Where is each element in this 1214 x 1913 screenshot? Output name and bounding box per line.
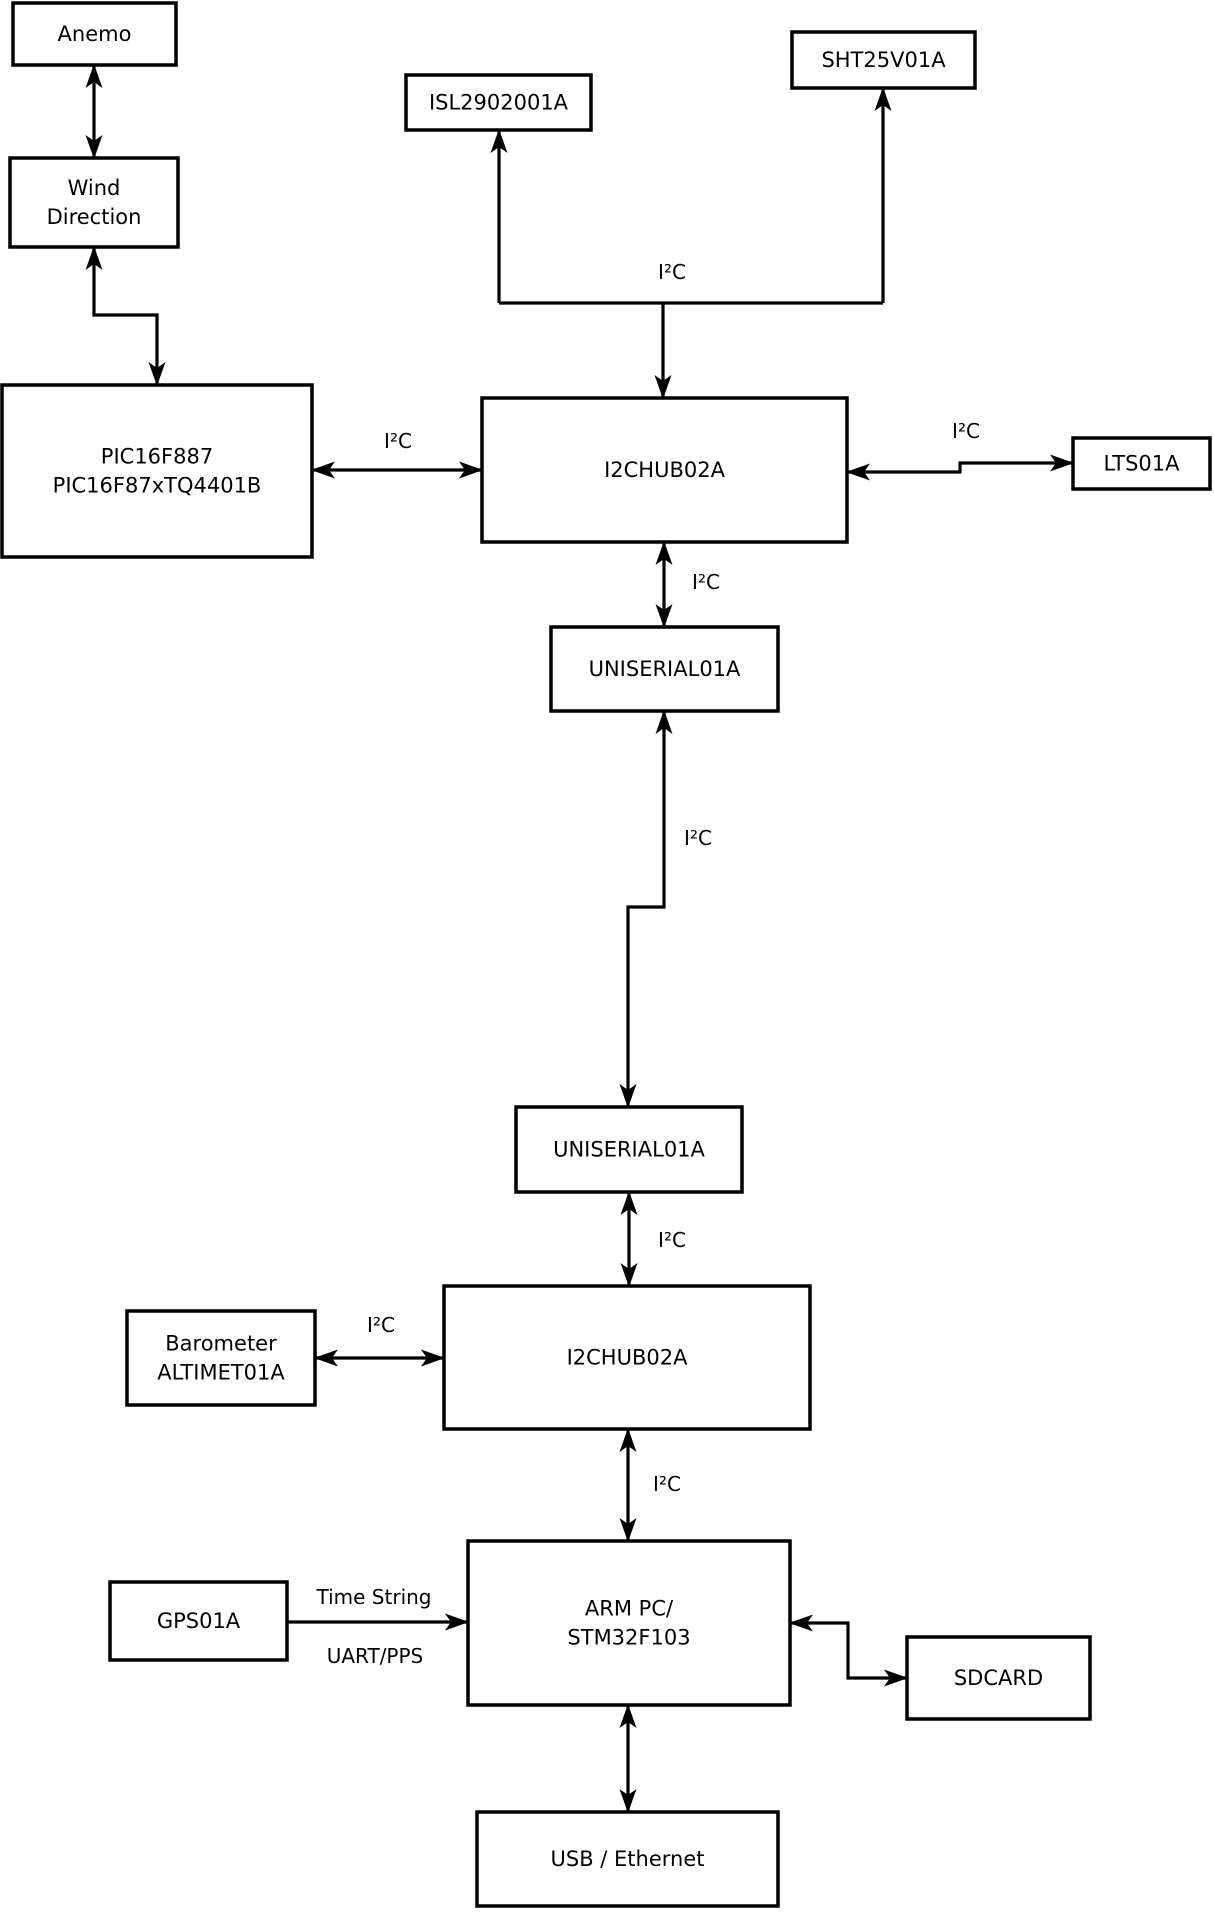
node-box-hub1 xyxy=(480,396,849,544)
node-gps: GPS01A xyxy=(108,1580,289,1662)
node-hub2: I2CHUB02A xyxy=(442,1284,812,1431)
node-label-arm: ARM PC/STM32F103 xyxy=(567,1597,690,1650)
edge-label-uni1-uni2: I²C xyxy=(684,826,712,850)
node-box-sdcard xyxy=(905,1635,1092,1721)
edge-line-arm-sdcard xyxy=(789,1614,908,1687)
edge-line-hub1-lts xyxy=(846,454,1074,481)
node-box-sht xyxy=(790,30,977,90)
edge-baro-hub2: I²C xyxy=(314,1313,445,1367)
edge-arm-sdcard xyxy=(789,1614,908,1687)
edge-label-uni2-hub2: I²C xyxy=(658,1228,686,1252)
node-label-lts: LTS01A xyxy=(1103,452,1180,476)
edge-label-hub1-uni1: I²C xyxy=(692,570,720,594)
node-box-gps xyxy=(108,1580,289,1662)
edge-line-uni1-uni2 xyxy=(619,710,673,1108)
node-label-isl: ISL2902001A xyxy=(429,91,569,115)
node-arm: ARM PC/STM32F103 xyxy=(466,1539,792,1707)
node-box-pic xyxy=(0,383,314,559)
edge-hub1-uni1: I²C xyxy=(655,541,720,628)
node-box-usb xyxy=(475,1810,780,1908)
node-label-gps: GPS01A xyxy=(157,1609,241,1633)
node-hub1: I2CHUB02A xyxy=(480,396,849,544)
node-label-sdcard: SDCARD xyxy=(954,1666,1043,1690)
edge-hub2-arm: I²C xyxy=(619,1428,681,1542)
node-isl: ISL2902001A xyxy=(404,73,593,132)
node-box-uni1 xyxy=(549,625,780,713)
node-box-arm xyxy=(466,1539,792,1707)
node-box-uni2 xyxy=(514,1105,744,1194)
edge-label-i2c-bus: I²C xyxy=(658,260,686,284)
node-lts: LTS01A xyxy=(1071,436,1212,491)
edge-label-gps-arm-1: UART/PPS xyxy=(327,1644,424,1668)
node-box-lts xyxy=(1071,436,1212,491)
edge-pic-hub1: I²C xyxy=(311,429,483,479)
node-uni1: UNISERIAL01A xyxy=(549,625,780,713)
node-box-wind xyxy=(8,156,180,249)
node-sht: SHT25V01A xyxy=(790,30,977,90)
node-box-baro xyxy=(125,1309,317,1407)
edge-i2c-bus: I²C xyxy=(499,260,883,305)
node-sdcard: SDCARD xyxy=(905,1635,1092,1721)
edge-label-baro-hub2: I²C xyxy=(367,1313,395,1337)
edge-line-wind-pic xyxy=(85,246,166,386)
node-box-hub2 xyxy=(442,1284,812,1431)
edge-label-pic-hub1: I²C xyxy=(384,429,412,453)
node-label-usb: USB / Ethernet xyxy=(551,1847,705,1871)
node-label-uni2: UNISERIAL01A xyxy=(553,1138,705,1162)
node-uni2: UNISERIAL01A xyxy=(514,1105,744,1194)
node-label-hub1: I2CHUB02A xyxy=(604,458,726,482)
edge-label-gps-arm: Time String xyxy=(316,1585,432,1609)
node-label-anemo: Anemo xyxy=(58,22,132,46)
edge-label-hub2-arm: I²C xyxy=(653,1472,681,1496)
node-anemo: Anemo xyxy=(11,1,178,67)
edge-uni1-uni2: I²C xyxy=(619,710,712,1108)
node-box-anemo xyxy=(11,1,178,67)
node-label-sht: SHT25V01A xyxy=(821,48,946,72)
node-box-isl xyxy=(404,73,593,132)
edge-label-hub1-lts: I²C xyxy=(952,419,980,443)
node-label-hub2: I2CHUB02A xyxy=(567,1346,689,1370)
edge-wind-pic xyxy=(85,246,166,386)
edge-hub1-lts: I²C xyxy=(846,419,1074,481)
node-label-uni1: UNISERIAL01A xyxy=(589,657,741,681)
node-usb: USB / Ethernet xyxy=(475,1810,780,1908)
edge-uni2-hub2: I²C xyxy=(620,1191,686,1287)
